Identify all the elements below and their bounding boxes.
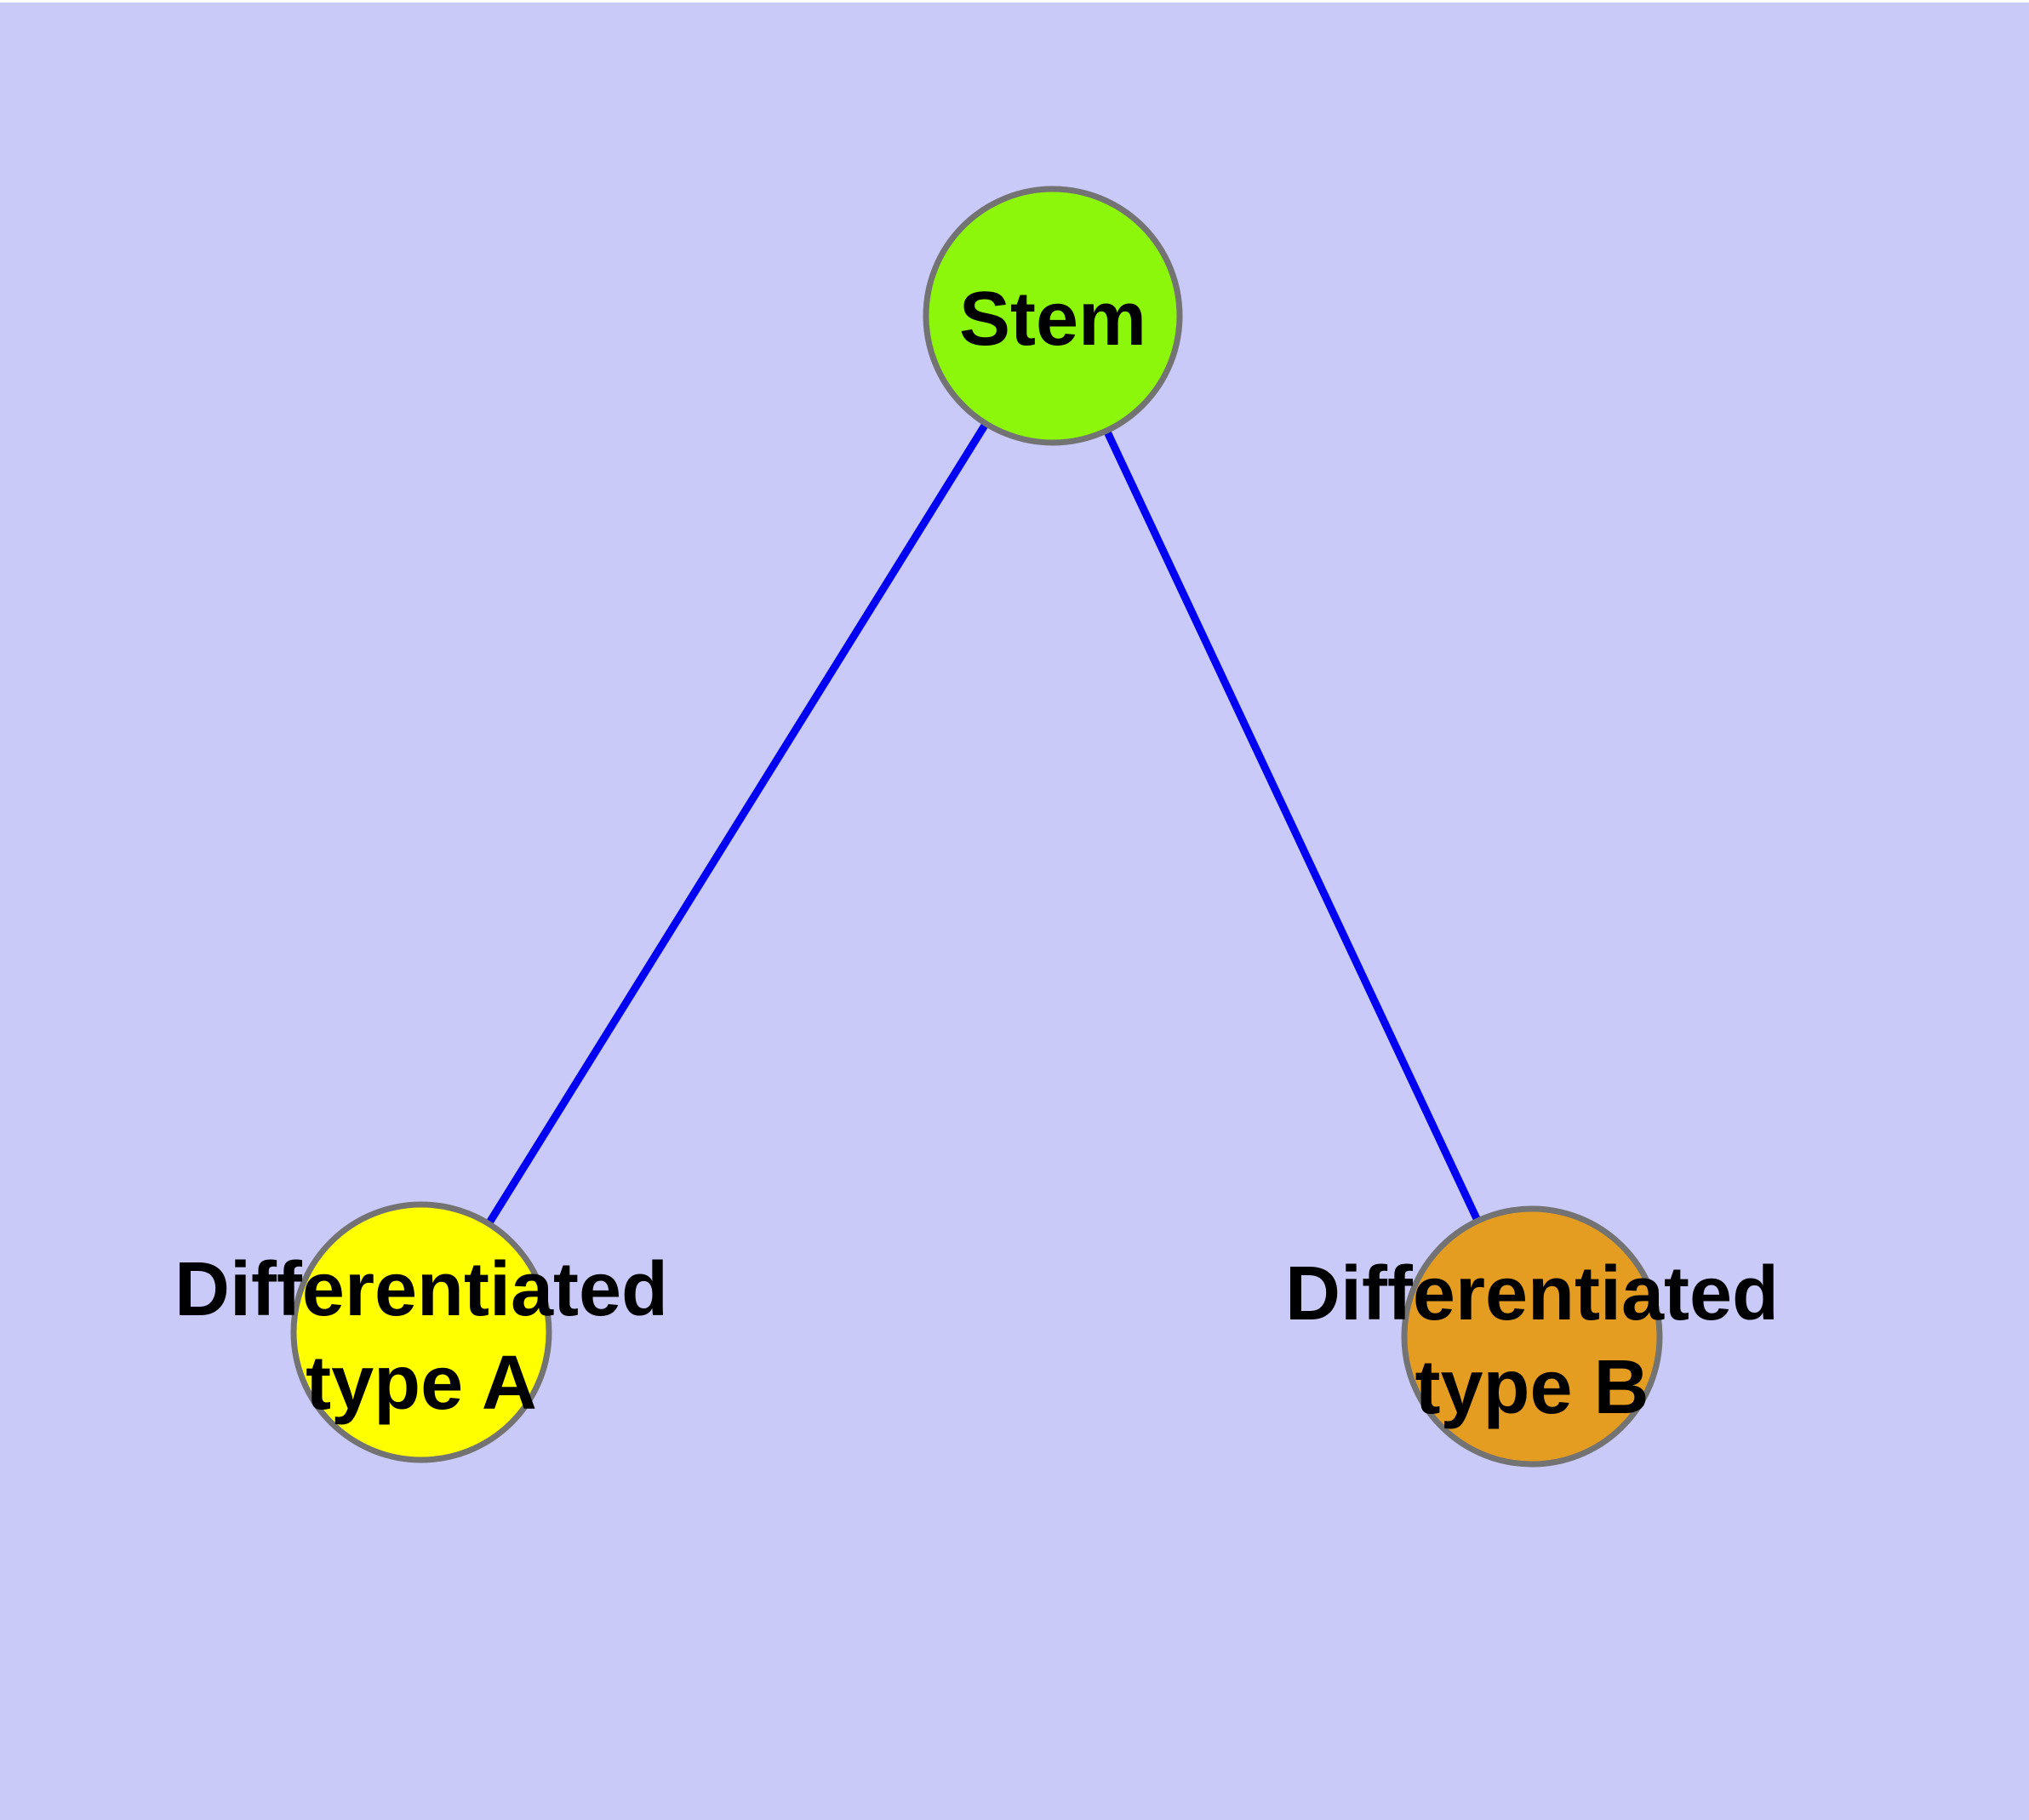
node-typeA-label: Differentiated type A	[174, 1247, 668, 1426]
edges-layer	[418, 313, 1536, 1338]
node-typeB-circle	[1401, 1205, 1663, 1468]
node-typeA-label-line: type A	[306, 1341, 537, 1426]
edge-stem-typeB	[1049, 314, 1536, 1338]
edge-stem-typeA	[418, 313, 1056, 1335]
node-typeA-circle	[290, 1201, 552, 1463]
node-stem-circle	[923, 186, 1183, 446]
node-typeB: Differentiated type B	[1285, 1205, 1779, 1468]
node-typeB-label-line: type B	[1415, 1345, 1649, 1430]
node-typeA: Differentiated type A	[174, 1201, 668, 1463]
node-typeB-label-line: Differentiated	[1285, 1251, 1779, 1336]
node-stem: Stem	[923, 186, 1183, 446]
node-stem-label-line: Stem	[959, 277, 1146, 362]
node-stem-label: Stem	[959, 277, 1146, 362]
node-typeA-label-line: Differentiated	[174, 1247, 668, 1332]
node-typeB-label: Differentiated type B	[1285, 1251, 1779, 1430]
